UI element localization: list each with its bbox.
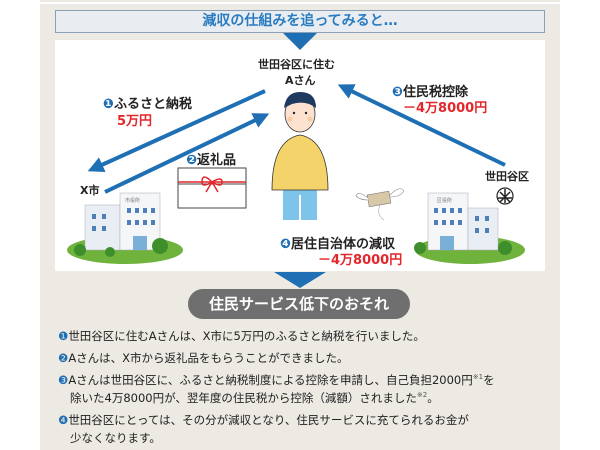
step-number: ❹ bbox=[280, 237, 292, 252]
note-3-cont: 除いた4万8000円が、翌年度の住民税から控除（減額）されました※2。 bbox=[70, 391, 439, 405]
x-city-label: X市 bbox=[80, 184, 100, 197]
step4-label: 居住自治体の減収 bbox=[291, 237, 396, 252]
step2-label: 返礼品 bbox=[197, 153, 237, 168]
setagaya-emblem-icon bbox=[496, 187, 514, 205]
step-number: ❸ bbox=[392, 85, 404, 100]
note-1: ❶世田谷区に住むAさんは、X市に5万円のふるさと納税を行いました。 bbox=[58, 329, 425, 343]
ward-office-sign: 区役所 bbox=[437, 198, 453, 204]
step3-amount: －4万8000円 bbox=[403, 101, 488, 116]
setagaya-ward-office-building bbox=[414, 192, 525, 264]
step3-label: 住民税控除 bbox=[403, 85, 469, 100]
city-hall-sign: 市役所 bbox=[125, 198, 141, 204]
section-title: 住民サービス低下のおそれ bbox=[188, 289, 410, 319]
step1-amount: 5万円 bbox=[117, 114, 153, 129]
step4-amount: －4万8000円 bbox=[318, 253, 403, 268]
step-number: ❶ bbox=[103, 97, 115, 112]
note-4: ❹世田谷区にとっては、その分が減収となり、住民サービスに充てられるお金が bbox=[58, 413, 469, 427]
setagaya-label: 世田谷区 bbox=[485, 170, 529, 183]
flying-money-icon bbox=[355, 188, 405, 221]
note-3: ❸Aさんは世田谷区に、ふるさと納税制度による控除を申請し、自己負担2000円※1… bbox=[58, 373, 495, 387]
arrow-furusato-tax bbox=[87, 89, 266, 172]
resident-name: Aさん bbox=[285, 74, 316, 87]
header-title: 減収の仕組みを追ってみると… bbox=[55, 10, 545, 33]
step1-label: ふるさと納税 bbox=[114, 97, 193, 112]
resident-label: 世田谷区に住む bbox=[258, 58, 335, 71]
step-number: ❷ bbox=[186, 153, 198, 168]
arrow-gift bbox=[104, 113, 270, 194]
divider bbox=[40, 2, 560, 4]
note-2: ❷Aさんは、X市から返礼品をもらうことができました。 bbox=[58, 351, 349, 365]
arrow-deduction bbox=[337, 84, 506, 167]
gift-box-icon bbox=[177, 167, 247, 209]
x-city-hall-building bbox=[67, 192, 183, 264]
down-arrow-bottom bbox=[274, 272, 326, 288]
note-4-cont: 少なくなります。 bbox=[70, 431, 161, 445]
down-arrow-top bbox=[283, 33, 317, 50]
person-illustration bbox=[271, 92, 329, 220]
